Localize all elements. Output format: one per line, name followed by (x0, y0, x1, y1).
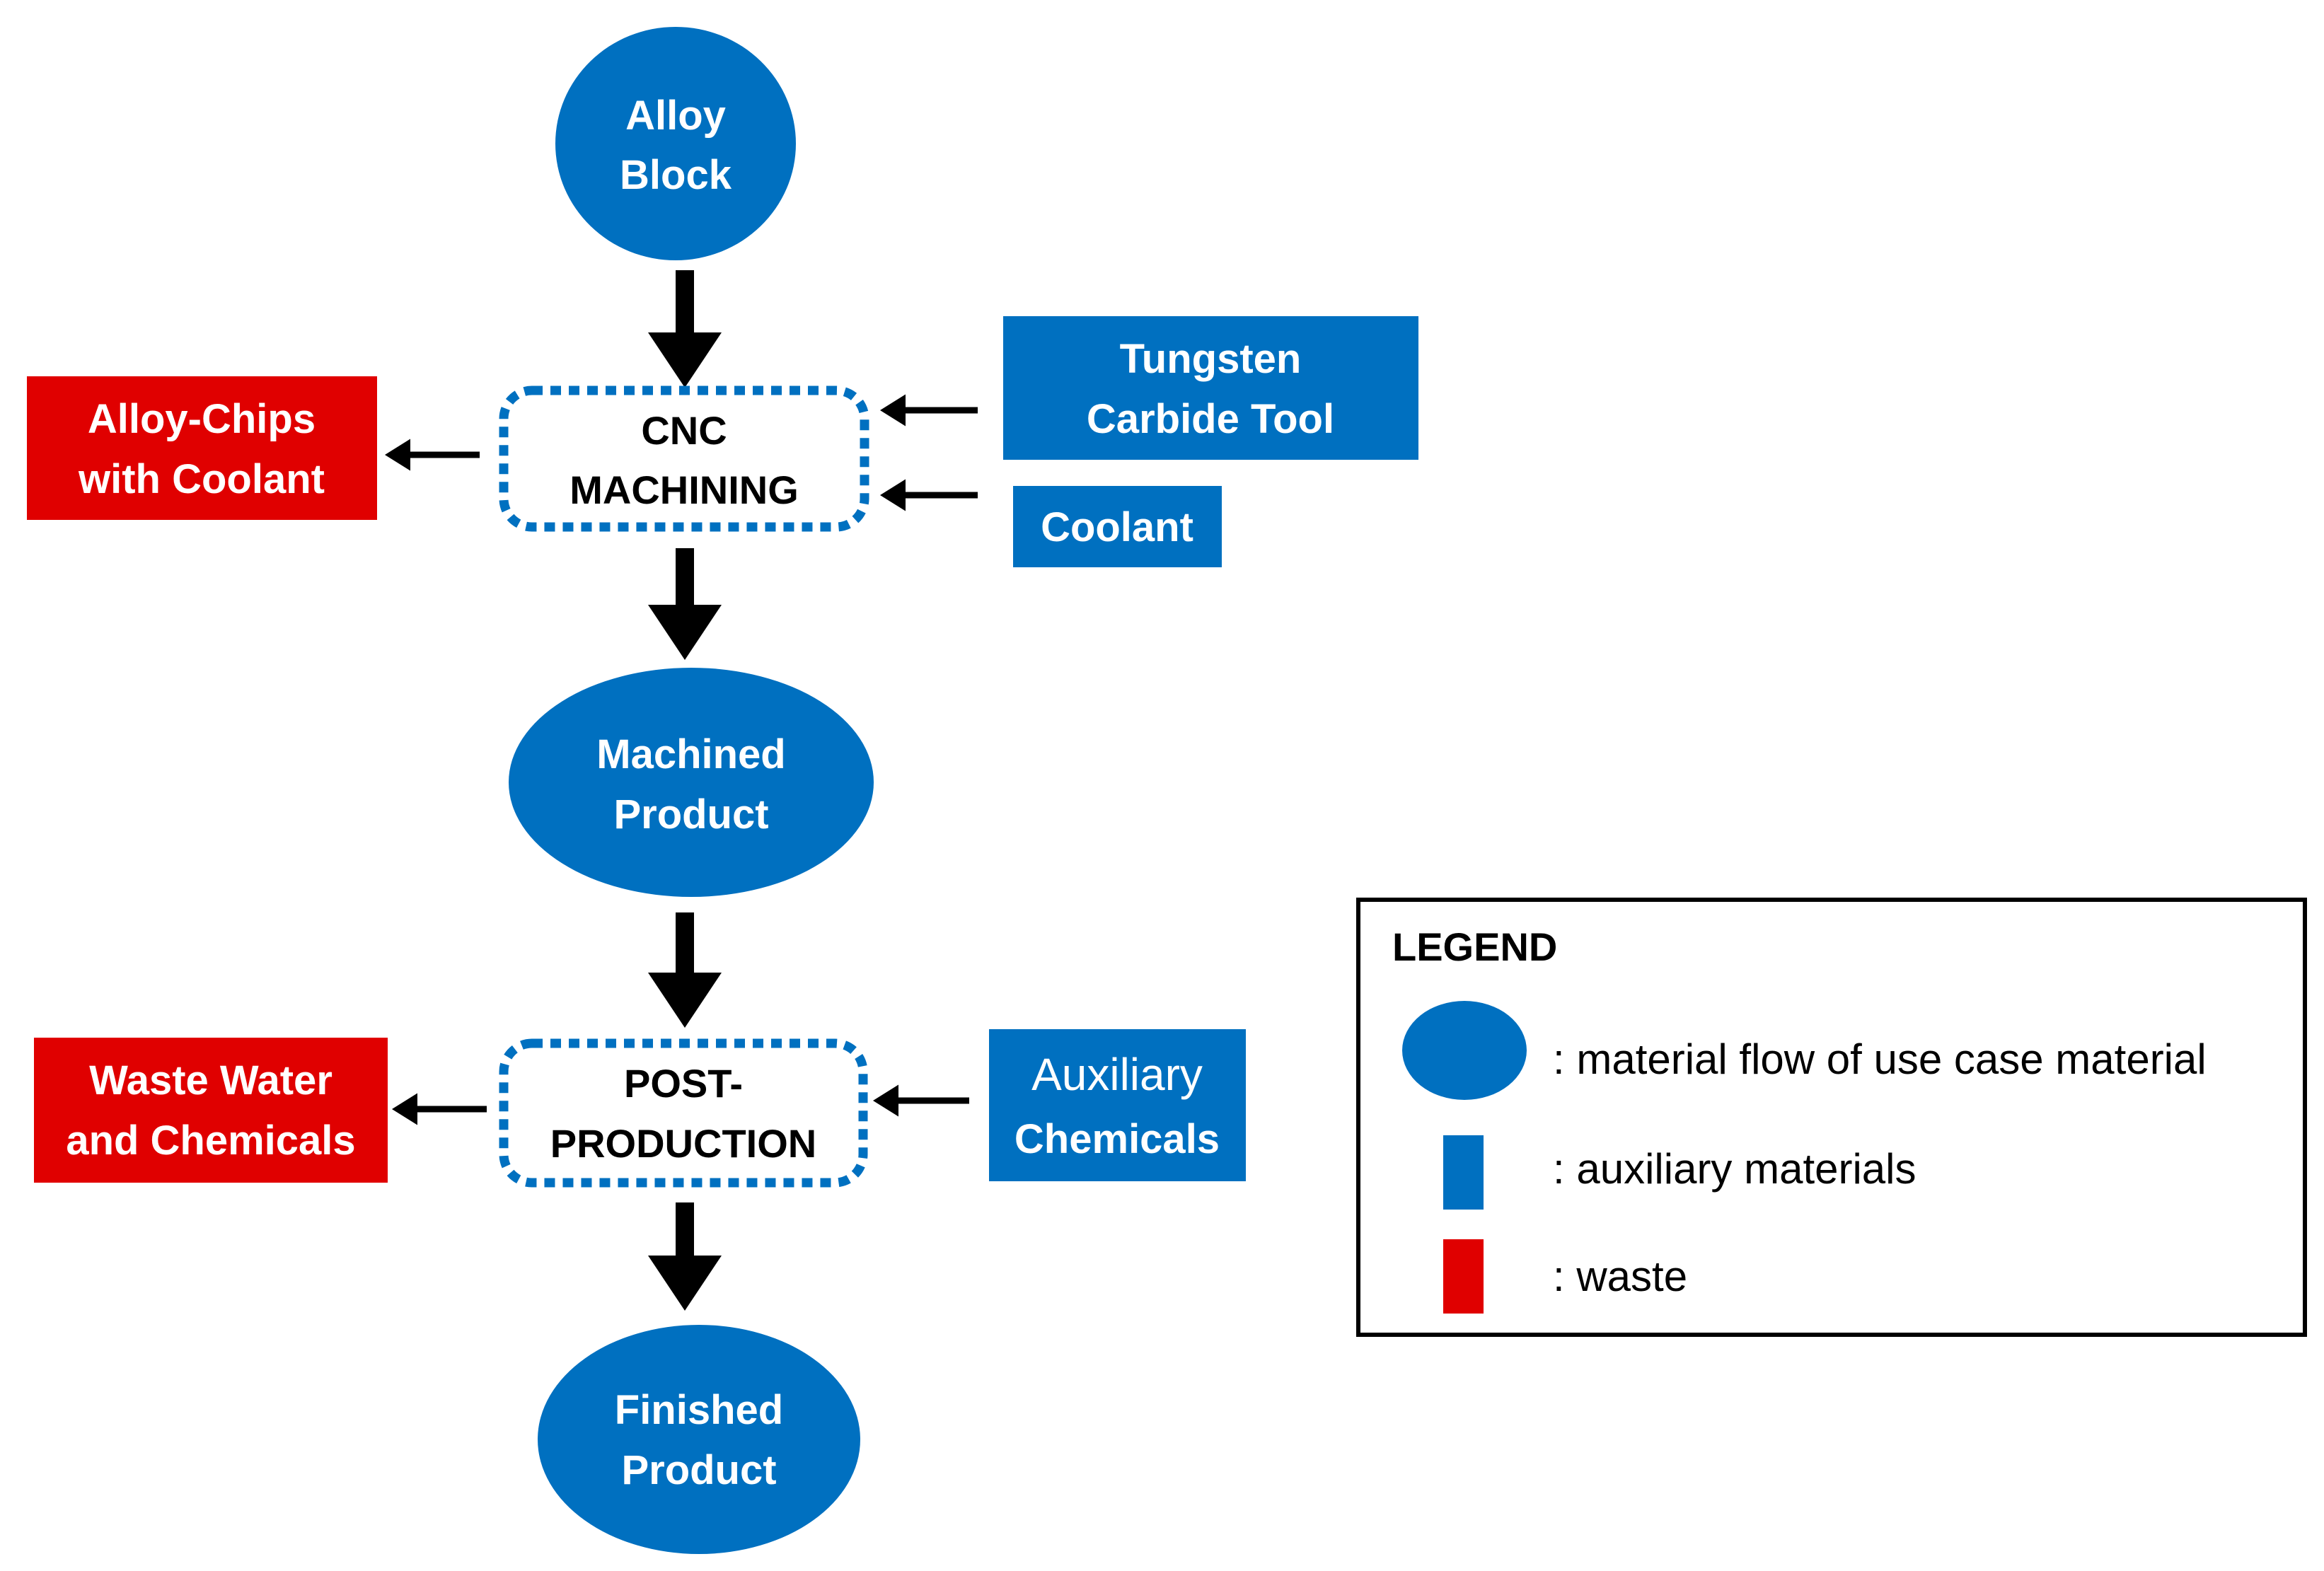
coolant-box: Coolant (1013, 486, 1222, 567)
tungsten-carbide-tool-box: Tungsten Carbide Tool (1003, 316, 1418, 460)
waste-water-label-2: and Chemicals (66, 1118, 355, 1164)
cnc-machining-process: CNC MACHINING (499, 385, 869, 532)
legend: LEGEND : material flow of use case mater… (1356, 898, 2307, 1337)
tungsten-label-2: Carbide Tool (1087, 396, 1334, 442)
machined-label-2: Product (613, 792, 768, 837)
cnc-label-2: MACHINING (570, 468, 799, 512)
finished-label-1: Finished (615, 1387, 783, 1433)
aux-label-2: Chemicals (1014, 1116, 1220, 1162)
alloy-chips-label-1: Alloy-Chips (88, 396, 316, 442)
legend-title: LEGEND (1392, 924, 1557, 969)
legend-item-waste: : waste (1553, 1253, 1687, 1300)
aux-label-1: Auxiliary (1031, 1049, 1203, 1100)
waste-water-label-1: Waste Water (89, 1057, 333, 1103)
legend-item-auxiliary: : auxiliary materials (1553, 1145, 1917, 1193)
waste-water-box: Waste Water and Chemicals (34, 1038, 388, 1183)
auxiliary-chemicals-box: Auxiliary Chemicals (989, 1029, 1246, 1181)
alloy-block-node: Alloy Block (555, 27, 796, 260)
post-production-process: POST- PRODUCTION (499, 1038, 868, 1188)
finished-label-2: Product (621, 1447, 776, 1493)
alloy-chips-label-2: with Coolant (78, 456, 325, 502)
tungsten-label-1: Tungsten (1120, 336, 1302, 382)
legend-item-material: : material flow of use case material (1553, 1036, 2207, 1083)
machined-product-node: Machined Product (509, 668, 874, 897)
legend-ellipse-swatch (1402, 1001, 1527, 1100)
legend-red-swatch (1443, 1239, 1484, 1314)
post-label-2: PRODUCTION (550, 1121, 816, 1166)
alloy-block-label-2: Block (620, 152, 732, 198)
legend-blue-swatch (1443, 1135, 1484, 1210)
finished-product-node: Finished Product (538, 1325, 860, 1554)
alloy-block-label-1: Alloy (625, 93, 726, 139)
coolant-label: Coolant (1041, 504, 1193, 550)
alloy-chips-waste-box: Alloy-Chips with Coolant (27, 376, 377, 520)
cnc-label-1: CNC (641, 408, 727, 453)
post-label-1: POST- (624, 1061, 743, 1106)
machined-label-1: Machined (596, 731, 786, 777)
